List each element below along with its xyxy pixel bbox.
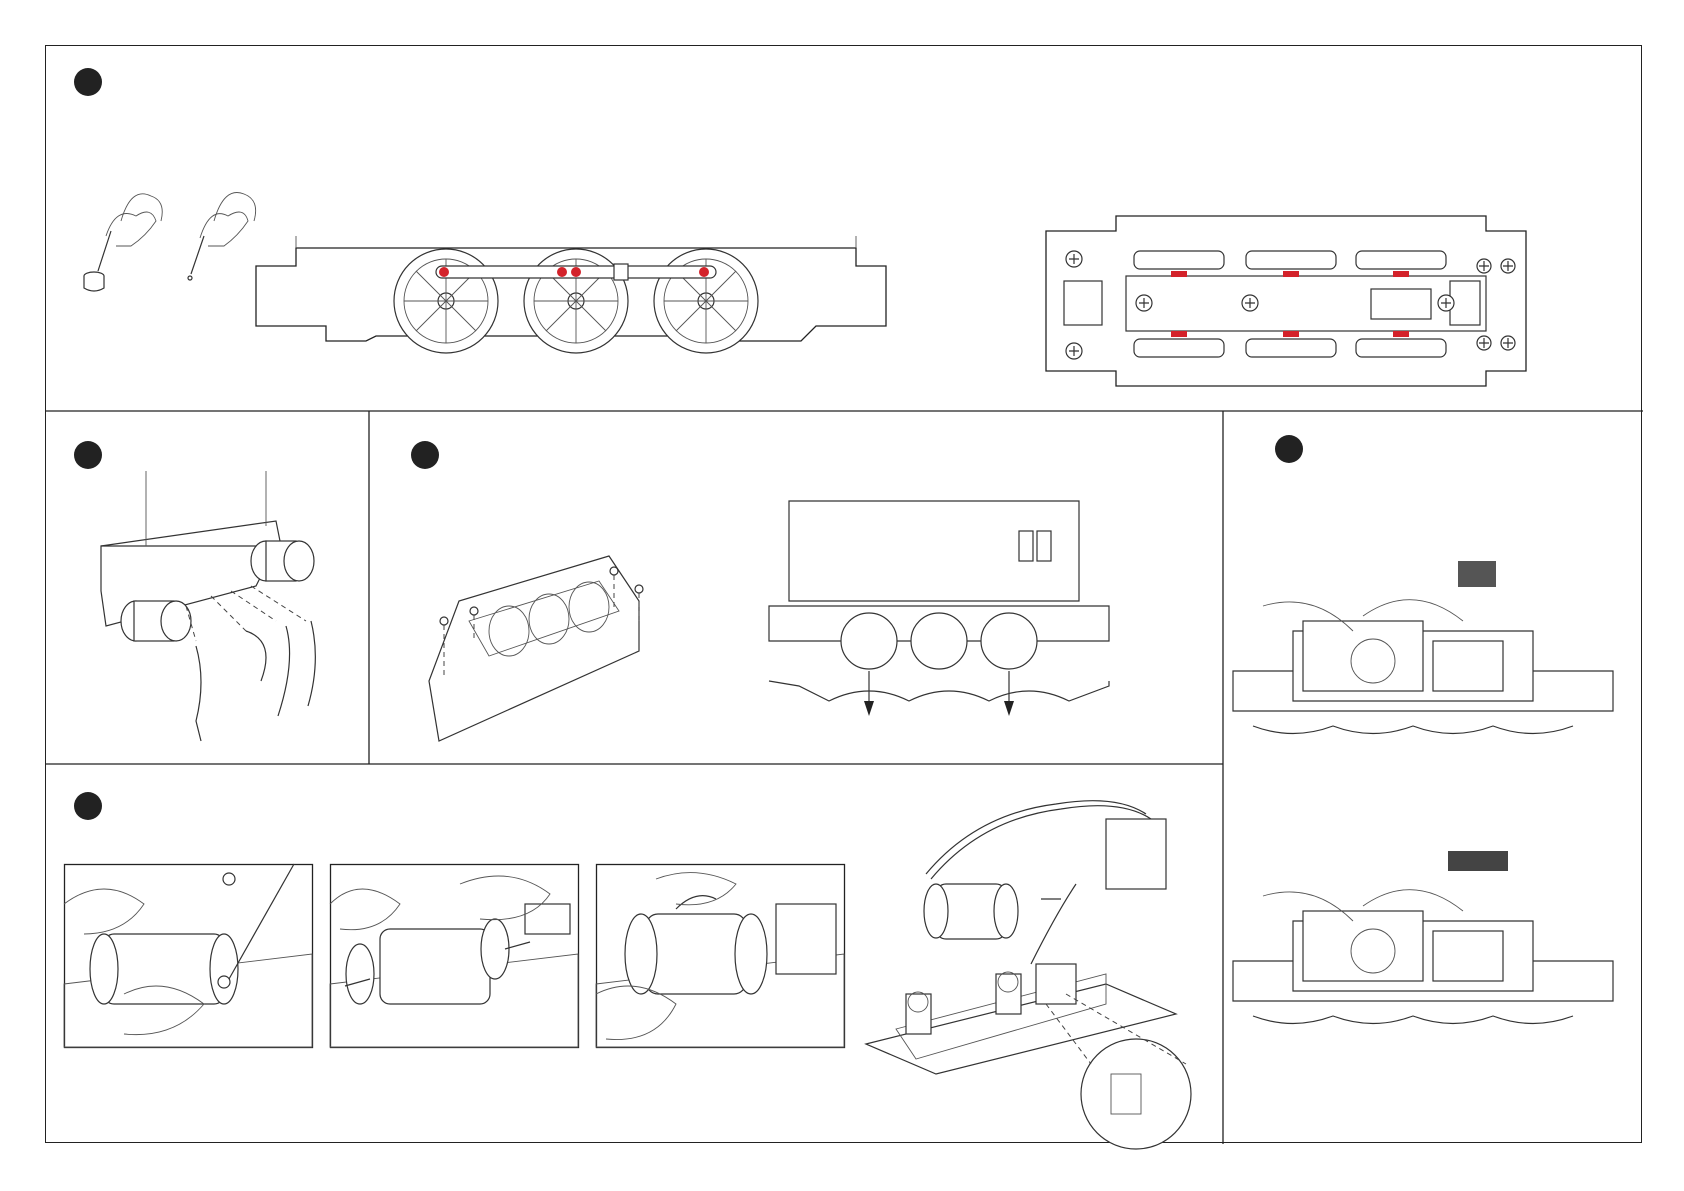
screw-icon xyxy=(223,873,235,885)
dcc-blanking-plug-view xyxy=(1233,561,1633,821)
driving-wheels xyxy=(394,249,758,353)
lube-point-4 xyxy=(699,267,709,277)
step-marker-5 xyxy=(74,792,102,820)
chassis-underside-view xyxy=(1006,211,1586,401)
chassis-side-view xyxy=(256,226,956,376)
dcc-plug-icon xyxy=(1448,851,1508,871)
tender-body-drawing xyxy=(769,491,1189,751)
lube-point-2 xyxy=(557,267,567,277)
dcc-socket xyxy=(1106,819,1166,889)
panel-chassis-removal xyxy=(369,411,1223,764)
panel-buffers-pipes xyxy=(46,411,369,764)
lube-point-3 xyxy=(571,267,581,277)
instruction-sheet xyxy=(45,45,1642,1143)
motor-exploded-view xyxy=(856,774,1236,1144)
step-marker-3 xyxy=(411,441,439,469)
magnifier-inset-icon xyxy=(1081,1039,1191,1149)
vacuum-pipe-2 xyxy=(246,631,266,681)
lube-point-1 xyxy=(439,267,449,277)
dcc-decoder-view xyxy=(1233,851,1633,1111)
dcc-plug-icon xyxy=(1458,561,1496,587)
steam-pipe-2 xyxy=(308,621,315,706)
motor-step-slide-bearings xyxy=(330,864,580,1049)
panel-lubrication xyxy=(46,46,1643,411)
panel-dcc-socket xyxy=(1223,411,1643,1144)
screw-icon xyxy=(218,976,230,988)
panel-motor-replacement xyxy=(46,764,1223,1144)
motor-step-lift-motor xyxy=(596,864,846,1049)
motor-step-remove-screw xyxy=(64,864,314,1049)
buffer-beam-drawing xyxy=(46,451,346,751)
tender-underframe-drawing xyxy=(399,471,699,771)
vacuum-pipe-1 xyxy=(196,646,201,741)
step-marker-1 xyxy=(74,68,102,96)
steam-pipe-1 xyxy=(278,626,290,716)
step-marker-4 xyxy=(1275,435,1303,463)
